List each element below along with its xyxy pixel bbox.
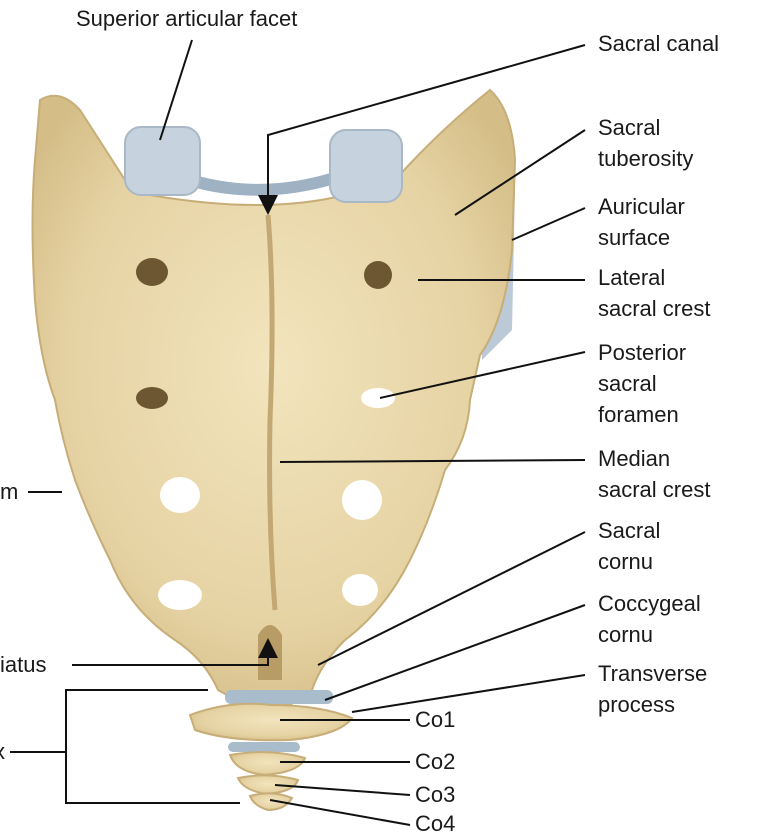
coccyx-co1 — [190, 704, 352, 741]
label-co1: Co1 — [415, 704, 455, 735]
foramen-r4 — [342, 574, 378, 606]
label-co4: Co4 — [415, 808, 455, 839]
leader-transverse-process — [352, 675, 585, 712]
foramen-l2 — [136, 387, 168, 409]
foramen-r3 — [342, 480, 382, 520]
foramen-l1 — [136, 258, 168, 286]
coccyx-disc-2 — [228, 742, 300, 752]
label-co2: Co2 — [415, 746, 455, 777]
foramen-l3 — [160, 477, 200, 513]
label-left-cut-2: iatus — [0, 649, 46, 680]
foramen-l4 — [158, 580, 202, 610]
leader-co3 — [275, 785, 410, 795]
label-sacral-canal: Sacral canal — [598, 28, 719, 59]
label-superior-articular-facet: Superior articular facet — [76, 3, 297, 34]
coccyx-co4 — [250, 793, 292, 810]
coccyx-co3 — [238, 775, 298, 794]
sacrococcygeal-disc — [225, 690, 333, 704]
leader-superior-articular-facet — [160, 40, 192, 140]
coccyx-co2 — [230, 752, 305, 775]
foramen-r1 — [364, 261, 392, 289]
foramen-r2 — [361, 388, 395, 408]
superior-articular-facet-left — [125, 127, 200, 195]
label-co3: Co3 — [415, 779, 455, 810]
sacral-hiatus — [258, 625, 282, 680]
label-left-cut-1: m — [0, 476, 18, 507]
superior-articular-facet-right — [330, 130, 402, 202]
leader-auricular-surface — [512, 208, 585, 240]
sacrum-bone — [33, 90, 516, 705]
label-left-cut-3: x — [0, 736, 5, 767]
leader-co4 — [270, 800, 410, 825]
